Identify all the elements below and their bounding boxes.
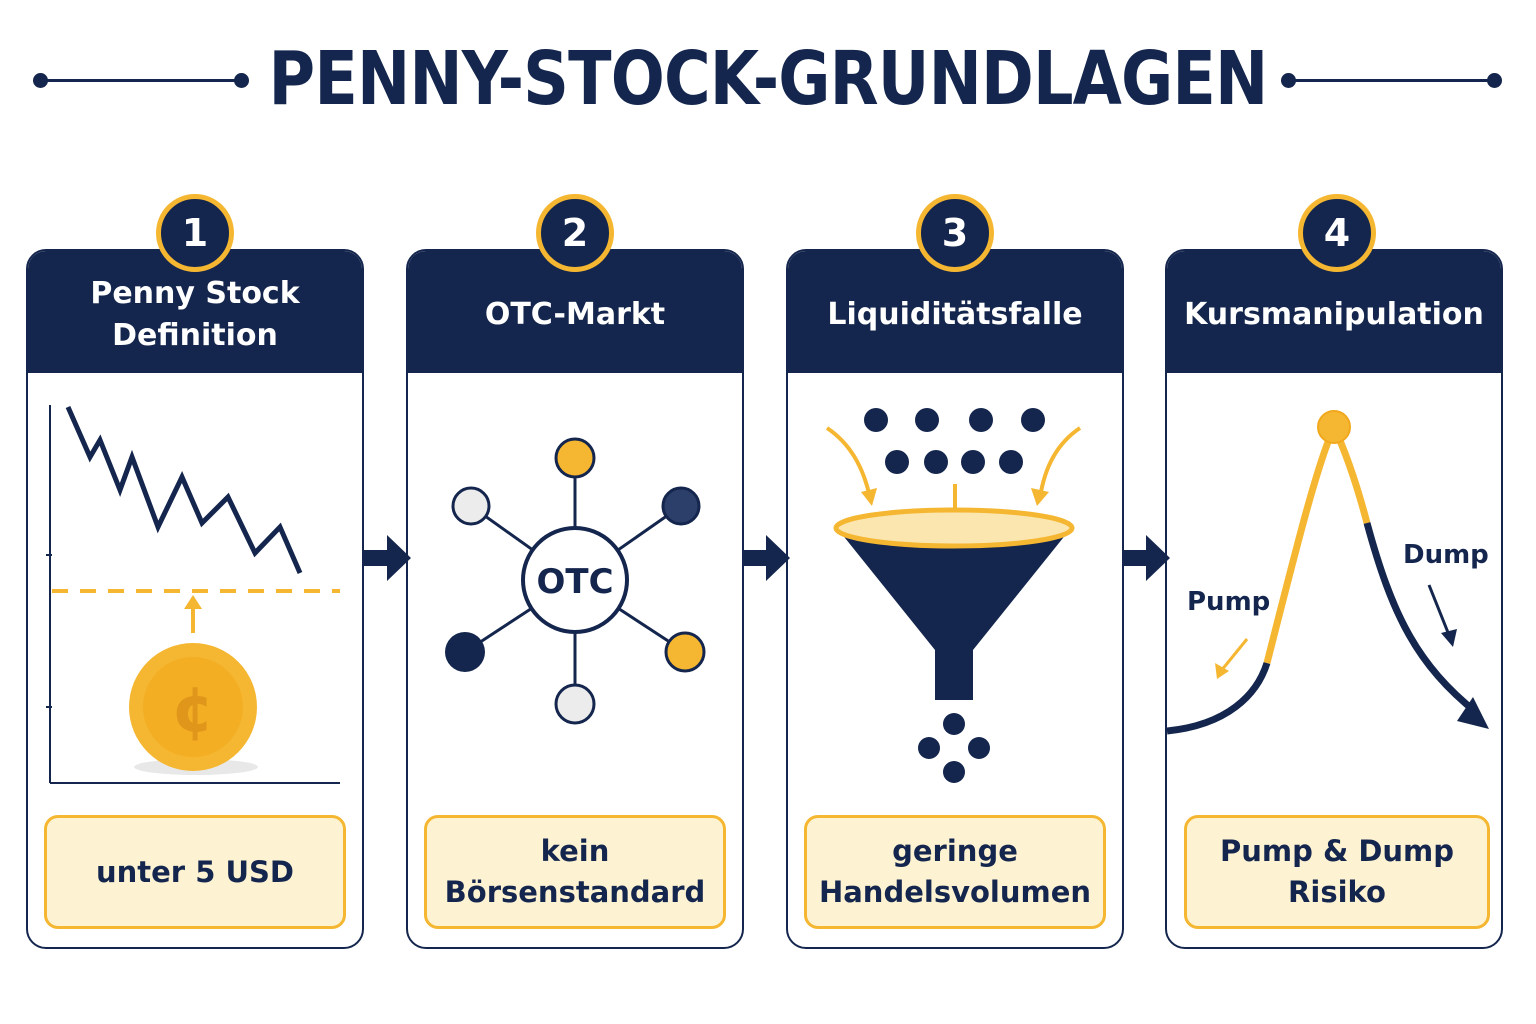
title-decoration-left-dot-inner (234, 73, 249, 88)
step-caption-2-line1: kein (540, 834, 610, 868)
step-badge-2: 2 (536, 194, 614, 272)
step-caption-3-line1: geringe (892, 834, 1018, 868)
svg-text:¢: ¢ (171, 673, 214, 746)
title-decoration-right-dot-outer (1487, 73, 1502, 88)
step-caption-1-line1: unter 5 USD (95, 854, 294, 889)
step-heading-2-line1: OTC-Markt (484, 297, 666, 332)
flow-arrow-1 (363, 535, 411, 581)
step-heading-4-line1: Kursmanipulation (1184, 297, 1484, 332)
step-badge-4: 4 (1298, 194, 1376, 272)
step-heading-1-line1: Penny Stock (90, 276, 300, 311)
step-caption-4-line2: Risiko (1288, 875, 1386, 909)
step-heading-3: Liquiditätsfalle (788, 251, 1122, 373)
step-caption-2-line2: Börsenstandard (444, 875, 706, 909)
step-badge-3: 3 (916, 194, 994, 272)
pump-dump-curve-icon: Pump Dump (1167, 410, 1489, 735)
title-decoration-right-dot (1281, 73, 1296, 88)
step-badge-1: 1 (156, 194, 234, 272)
step-caption-3-line2: Handelsvolumen (818, 875, 1092, 909)
title-decoration-right (1288, 79, 1494, 82)
step-caption-4-line1: Pump & Dump (1219, 834, 1455, 868)
page-title: PENNY-STOCK-GRUNDLAGEN (268, 36, 1269, 122)
step-caption-1: unter 5 USD (44, 815, 346, 929)
step-heading-1-line2: Definition (112, 318, 278, 353)
flow-arrow-2 (742, 535, 790, 581)
title-decoration-left (40, 79, 240, 82)
dump-label: Dump (1403, 540, 1489, 570)
title-decoration-left-dot (33, 73, 48, 88)
coin-cent-icon: ¢ (129, 643, 257, 771)
step-heading-3-line1: Liquiditätsfalle (827, 297, 1083, 332)
pump-label: Pump (1187, 587, 1270, 617)
otc-hub-label: OTC (536, 562, 613, 602)
funnel-icon (825, 408, 1082, 783)
flow-arrow-3 (1122, 535, 1170, 581)
falling-price-chart-icon: ¢ (46, 405, 340, 784)
network-hub-icon: OTC (445, 437, 706, 725)
